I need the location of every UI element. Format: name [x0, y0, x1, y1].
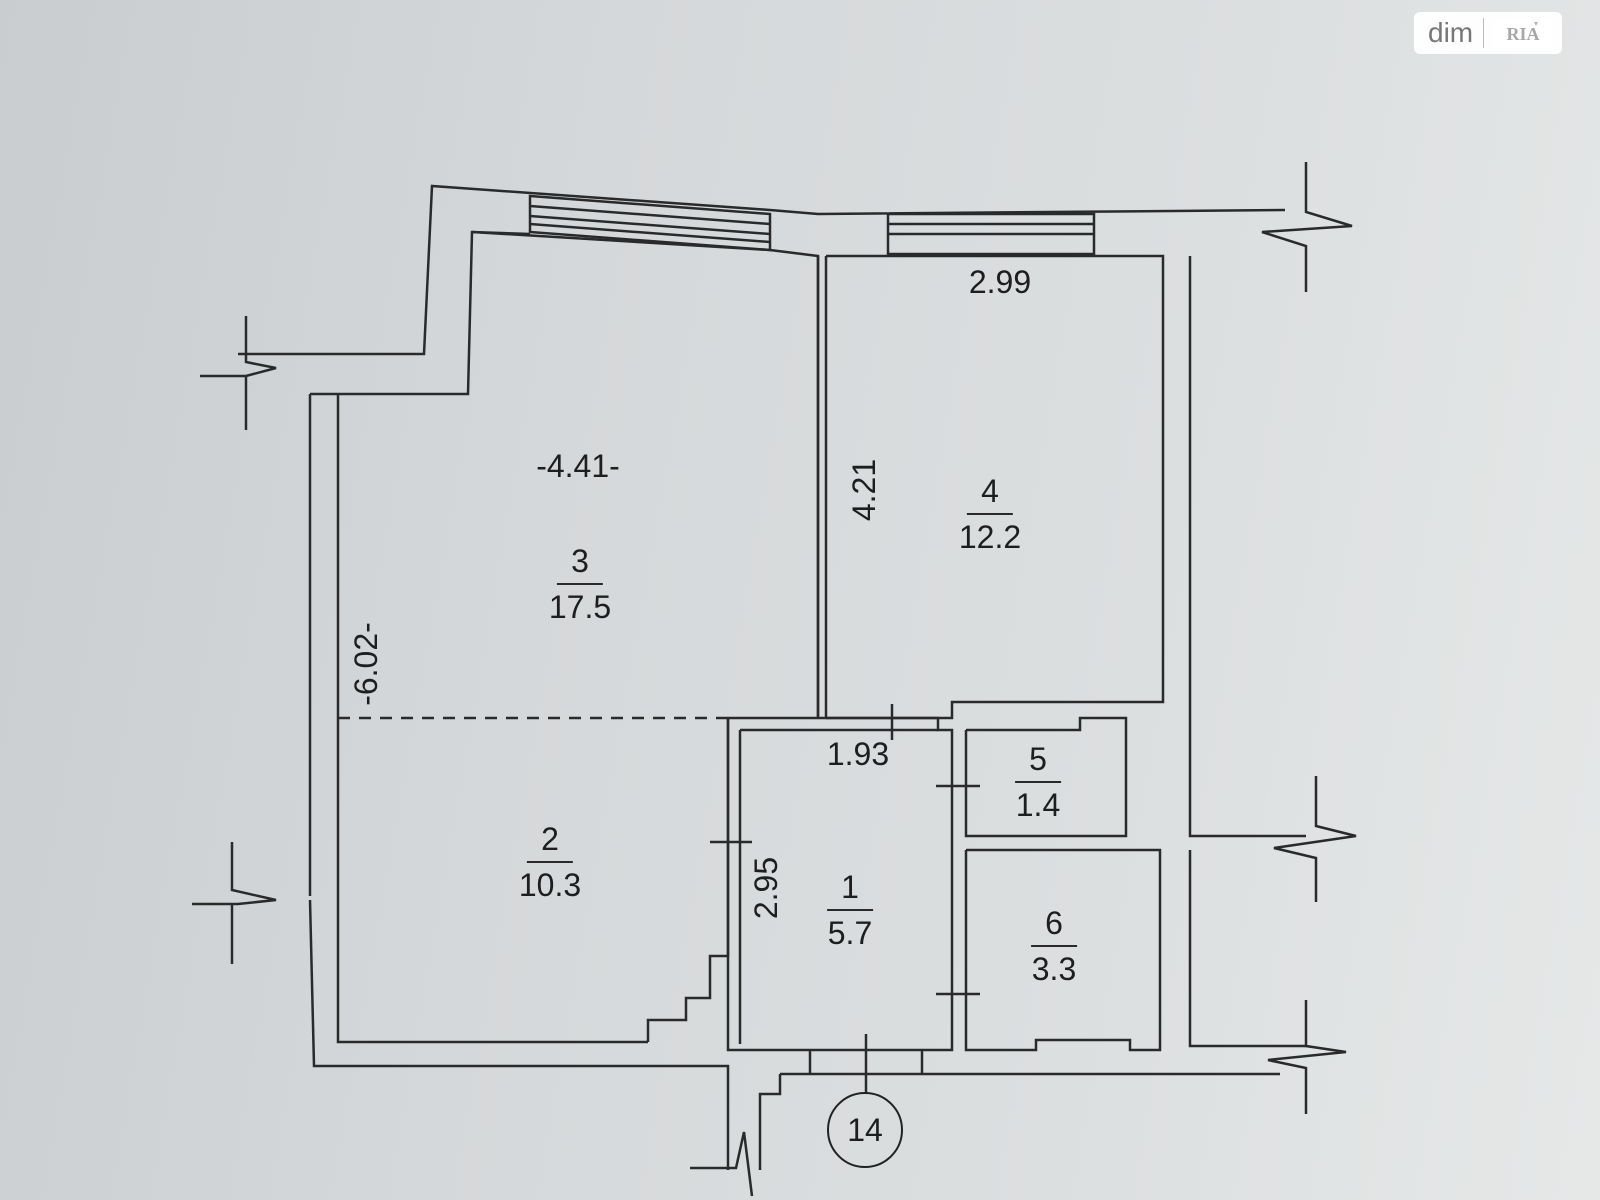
window-bay-pane-1 [529, 204, 771, 226]
break-symbol-right-bottom [1267, 1000, 1347, 1114]
window-bay-pane-3 [529, 222, 771, 244]
outer-wall-right [1188, 256, 1306, 838]
room-area: 17.5 [548, 589, 612, 625]
outer-wall-bottom-right [758, 1074, 782, 1170]
dimension-room-3-width: -4.41- [536, 448, 620, 484]
break-symbol-top-right [1261, 162, 1353, 292]
room-number: 2 [527, 823, 573, 863]
break-symbol-right-middle [1273, 776, 1357, 902]
dimension-hall-width: 1.93 [826, 736, 890, 772]
room-number: 6 [1031, 907, 1077, 947]
room-5-outline [964, 716, 1128, 838]
room-area: 10.3 [518, 867, 582, 903]
watermark-brand: dim [1428, 17, 1474, 48]
room-2-outline [646, 718, 730, 1042]
watermark: dim RIA [1414, 12, 1563, 54]
room-area: 1.4 [1015, 787, 1061, 823]
outer-wall-top-left [238, 184, 1286, 356]
room-label-4: 4 12.2 [959, 475, 1021, 553]
inner-wall-top-left [310, 230, 531, 396]
dimension-room-3-length: -6.02- [348, 622, 384, 706]
room-number: 5 [1015, 743, 1061, 783]
dimension-room-4-width: 2.99 [968, 264, 1032, 300]
window-bay-pane-2 [529, 214, 771, 236]
room-label-3: 3 17.5 [549, 545, 611, 623]
room-6-outline [964, 848, 1162, 1052]
room-label-6: 6 3.3 [1031, 907, 1077, 985]
room-number: 4 [967, 475, 1013, 515]
inner-wall-left [336, 394, 648, 1044]
axis-marker: 14 [827, 1092, 903, 1168]
dimension-room-4-length: 4.21 [846, 458, 882, 522]
ria-logo-icon: RIA [1494, 18, 1553, 48]
room-label-5: 5 1.4 [1015, 743, 1061, 821]
break-symbol-left-top [200, 316, 277, 378]
svg-text:RIA: RIA [1507, 24, 1540, 44]
break-symbol-left-bottom [192, 842, 277, 906]
room-area: 5.7 [827, 915, 873, 951]
room-1-outline [726, 716, 954, 1052]
room-area: 3.3 [1031, 951, 1077, 987]
room-label-2: 2 10.3 [519, 823, 581, 901]
watermark-separator [1483, 18, 1485, 48]
outer-wall-right-lower [1188, 850, 1306, 1048]
outer-wall-bottom [308, 899, 730, 1170]
room-label-1: 1 5.7 [827, 871, 873, 949]
break-symbol-bottom [690, 1131, 754, 1197]
room-area: 12.2 [958, 519, 1022, 555]
room-3-outline [471, 230, 820, 718]
dimension-hall-length: 2.95 [748, 856, 784, 920]
room-number: 3 [557, 545, 603, 585]
room-number: 1 [827, 871, 873, 911]
